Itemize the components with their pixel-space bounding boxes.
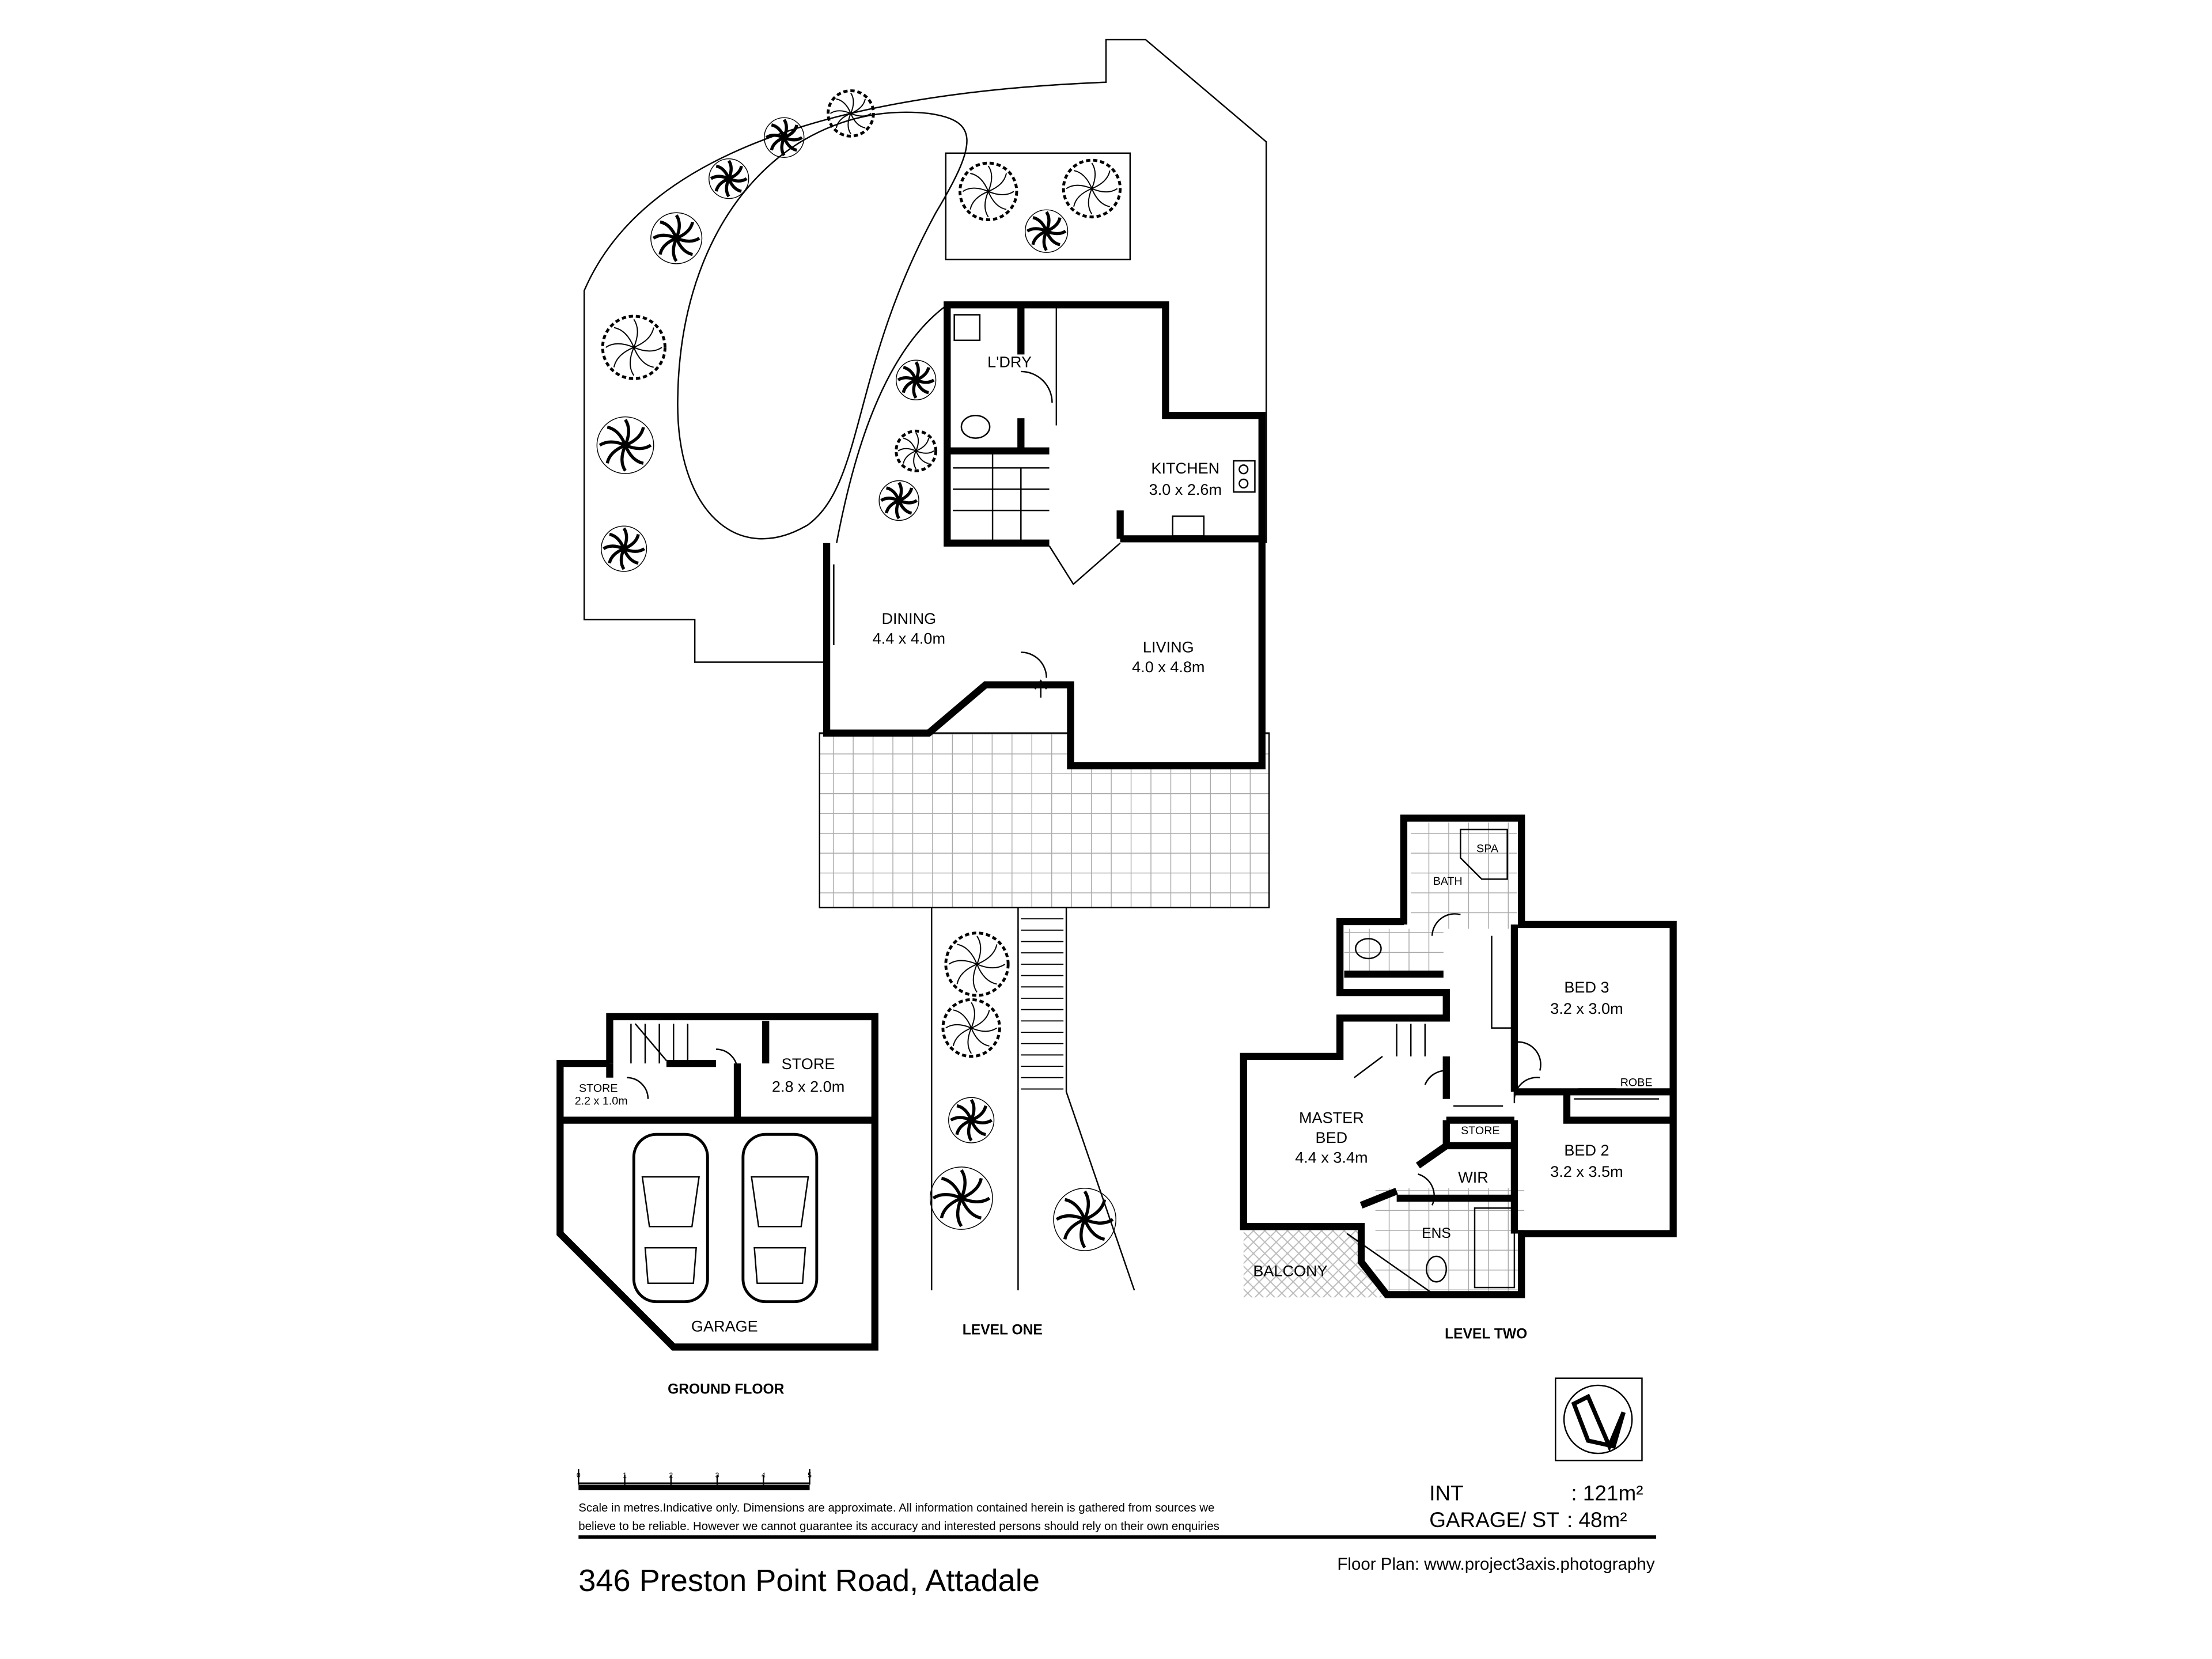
garage-area-label: GARAGE/ ST — [1429, 1508, 1559, 1532]
credit: Floor Plan: www.project3axis.photography — [1337, 1555, 1654, 1574]
room-size: 2.2 x 1.0m — [575, 1095, 628, 1108]
room-label: BED 2 — [1564, 1141, 1609, 1159]
shrub-icon — [1024, 209, 1069, 253]
tree-icon — [941, 998, 1001, 1058]
room-label: SPA — [1476, 842, 1499, 855]
room-label: BED 3 — [1564, 978, 1609, 996]
shrub-icon — [709, 158, 749, 199]
room-size: 3.2 x 3.0m — [1550, 999, 1623, 1017]
room-label: GARAGE — [691, 1317, 758, 1335]
room-size: 4.4 x 3.4m — [1295, 1148, 1368, 1166]
shrub-icon — [596, 416, 654, 474]
tree-icon — [895, 429, 938, 472]
shrub-icon — [930, 1166, 993, 1230]
room-label: BALCONY — [1253, 1262, 1327, 1279]
level-title: LEVEL TWO — [1445, 1327, 1527, 1342]
garage-area-value: : 48m² — [1567, 1508, 1627, 1532]
room-size: 3.2 x 3.5m — [1550, 1162, 1623, 1180]
room-label: STORE — [1461, 1124, 1499, 1137]
room-size: 2.8 x 2.0m — [772, 1077, 844, 1095]
car-icon — [741, 1132, 819, 1304]
tree-icon — [601, 315, 666, 380]
address: 346 Preston Point Road, Attadale — [578, 1563, 1040, 1598]
level-title: GROUND FLOOR — [668, 1382, 785, 1397]
room-label: MASTER — [1299, 1109, 1364, 1127]
shrub-icon — [878, 480, 919, 521]
scale-tick-label: 3 — [715, 1471, 719, 1479]
level-one-house — [823, 301, 1266, 770]
scale-tick-label: 2 — [669, 1471, 673, 1479]
disclaimer-line-2: believe to be reliable. However we canno… — [578, 1520, 1219, 1533]
shrub-icon — [948, 1097, 995, 1143]
room-size: 3.0 x 2.6m — [1149, 480, 1222, 498]
room-label: WIR — [1458, 1168, 1488, 1186]
room-label: DINING — [881, 609, 936, 627]
room-label: BED — [1316, 1128, 1348, 1146]
shrub-icon — [1053, 1188, 1116, 1251]
tree-icon — [1062, 158, 1122, 219]
int-area-value: : 121m² — [1571, 1481, 1643, 1505]
room-label: ROBE — [1620, 1077, 1653, 1089]
scale-bar: 0 1 2 3 4 5 — [577, 1469, 812, 1491]
room-label: LIVING — [1143, 638, 1194, 656]
tree-icon — [944, 931, 1010, 997]
room-label: STORE — [782, 1055, 835, 1073]
scale-tick-label: 0 — [577, 1471, 581, 1479]
scale-tick-label: 1 — [623, 1471, 627, 1479]
level-two — [1240, 815, 1677, 1298]
shrub-icon — [764, 117, 805, 158]
room-label: BATH — [1433, 875, 1463, 888]
room-label: KITCHEN — [1151, 459, 1219, 477]
entry-path — [931, 907, 1135, 1291]
room-label: L'DRY — [987, 353, 1032, 371]
room-label: ENS — [1422, 1226, 1451, 1241]
garden-path-icon — [677, 111, 968, 540]
room-size: 4.4 x 4.0m — [873, 630, 945, 647]
scale-tick-label: 4 — [762, 1471, 766, 1479]
int-area-label: INT — [1429, 1481, 1463, 1505]
shrub-icon — [895, 359, 937, 400]
room-size: 4.0 x 4.8m — [1132, 658, 1205, 676]
north-arrow-icon — [1555, 1377, 1643, 1461]
tree-icon — [827, 89, 875, 138]
level-one-garden — [583, 39, 1267, 663]
plants — [596, 89, 1122, 1251]
tree-icon — [959, 161, 1018, 221]
planter-box — [945, 152, 1131, 260]
level-title: LEVEL ONE — [963, 1322, 1043, 1338]
shrub-icon — [600, 525, 647, 572]
car-icon — [632, 1132, 709, 1304]
disclaimer-line-1: Scale in metres.Indicative only. Dimensi… — [578, 1502, 1214, 1514]
shrub-icon — [650, 212, 703, 264]
scale-tick-label: 5 — [808, 1471, 812, 1479]
ground-floor — [556, 1013, 878, 1351]
room-label: STORE — [579, 1082, 618, 1094]
